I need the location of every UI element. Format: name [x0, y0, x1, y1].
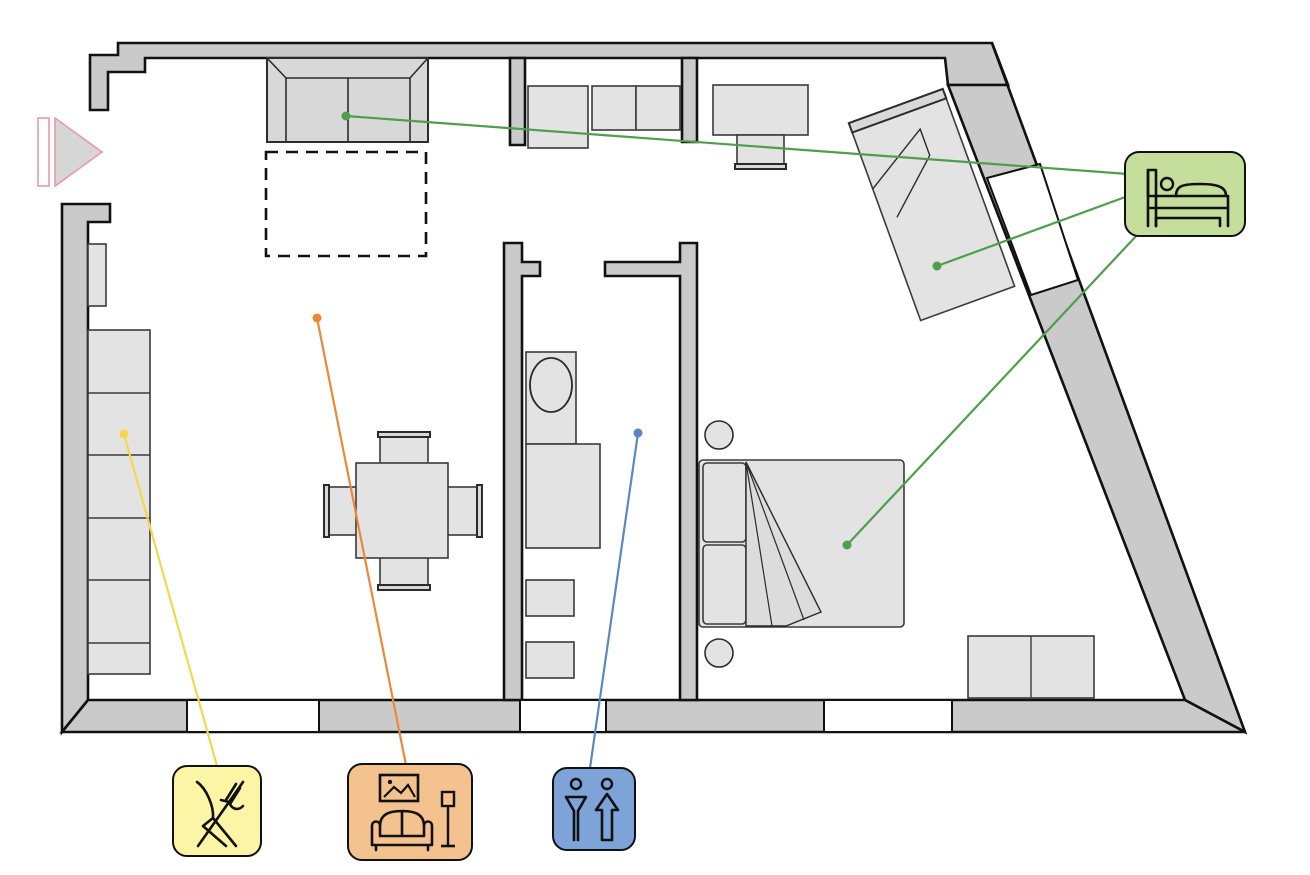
- dining-table: [323, 431, 483, 591]
- dresser: [967, 635, 1095, 699]
- single-bed: [847, 87, 1016, 322]
- bedroom-badge[interactable]: [1124, 151, 1246, 237]
- upper-cabinets: [527, 84, 809, 170]
- bathroom-badge[interactable]: [552, 767, 636, 851]
- window-bottom-bedroom: [823, 699, 953, 733]
- sofa-top: [266, 57, 429, 143]
- walls: [59, 41, 1248, 736]
- connectors: [119, 111, 1139, 769]
- window-right-upper: [985, 162, 1080, 297]
- wall-partition-upper-mid: [680, 56, 699, 144]
- bathroom-fixtures: [525, 351, 601, 679]
- wall-inner-kitchen-bath: [502, 241, 542, 702]
- sofa-picture-lamp-icon: [370, 773, 456, 852]
- utensils-icon: [195, 780, 245, 848]
- double-bed: [698, 420, 905, 668]
- kitchen-counter: [87, 243, 151, 675]
- wall-inner-bath-bedroom: [603, 241, 699, 702]
- kitchen-badge[interactable]: [172, 765, 262, 857]
- window-bottom-kitchen: [186, 699, 320, 733]
- wall-partition-upper-left: [508, 56, 527, 147]
- entrance-arrow-icon: [37, 116, 104, 188]
- rug-dashed: [264, 150, 428, 258]
- bed-icon: [1146, 168, 1230, 228]
- windows: [186, 162, 1080, 733]
- living-room-badge[interactable]: [347, 763, 473, 861]
- wall-right: [946, 42, 1248, 735]
- furniture: [87, 57, 1095, 699]
- restroom-icon: [564, 777, 620, 842]
- window-bottom-bath: [519, 699, 607, 733]
